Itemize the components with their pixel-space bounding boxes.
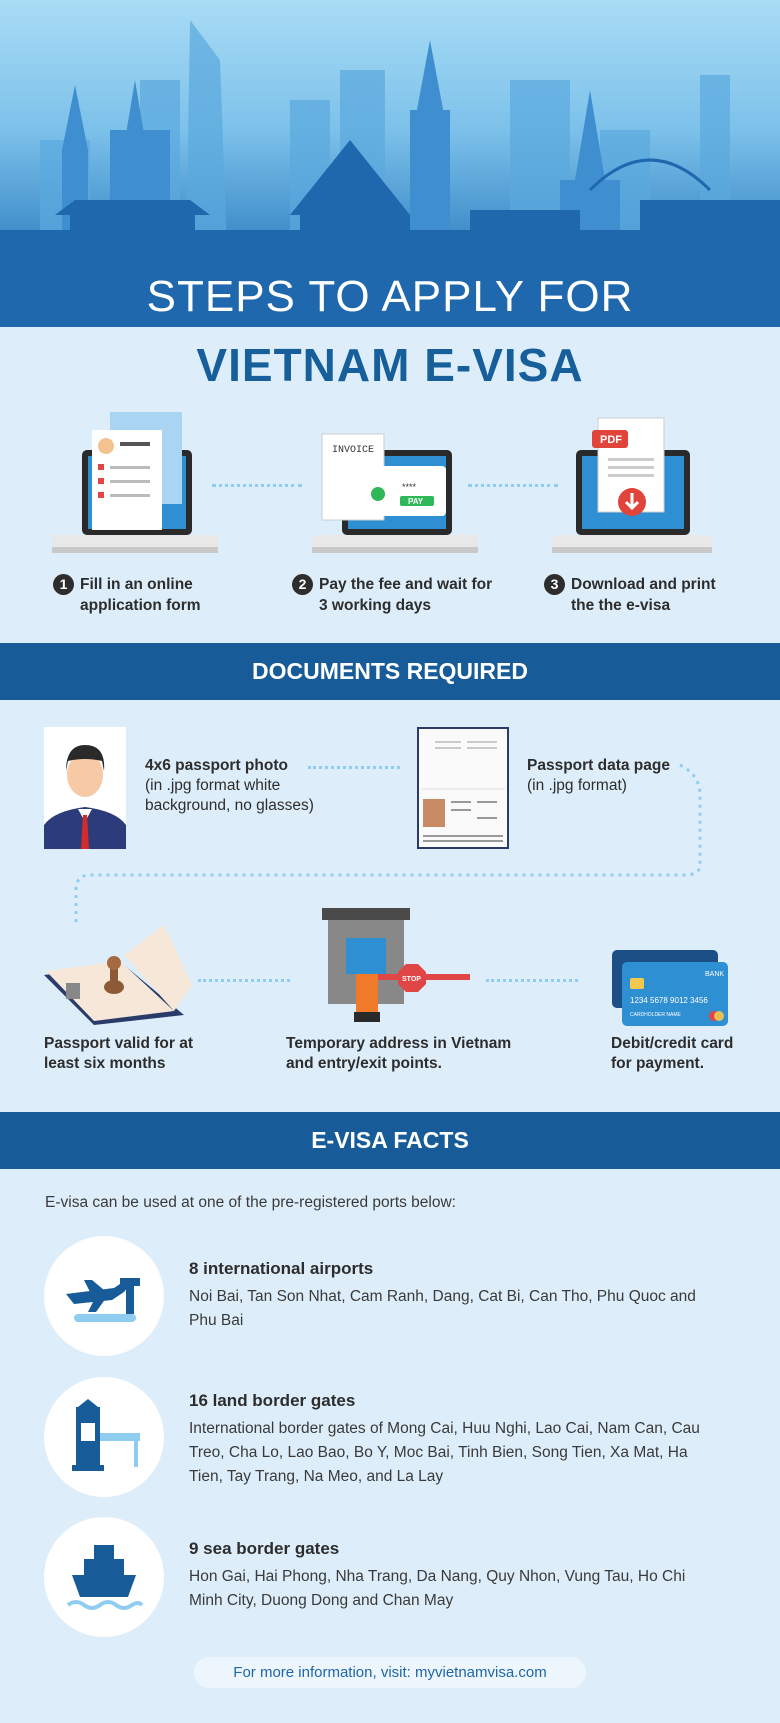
fact-title: 8 international airports	[189, 1259, 374, 1278]
doc-detail: (in .jpg format white background, no gla…	[145, 777, 314, 814]
step-label: application form	[80, 597, 201, 614]
fact-title: 9 sea border gates	[189, 1539, 340, 1558]
doc-connector	[308, 766, 400, 769]
pdf-label: PDF	[600, 434, 622, 446]
fact-title: 16 land border gates	[189, 1391, 356, 1410]
doc-connector	[198, 979, 290, 982]
step-1: 1 Fill in an online application form	[53, 574, 201, 616]
fact-desc: International border gates of Mong Cai, …	[189, 1420, 700, 1485]
step-label: the the e-visa	[571, 597, 671, 614]
pay-text: PAY	[408, 497, 424, 506]
passport-stamp-icon	[44, 925, 192, 1025]
step-2: 2 Pay the fee and wait for 3 working days	[292, 574, 493, 616]
airplane-icon	[66, 1278, 140, 1322]
step-label: 3 working days	[319, 597, 431, 614]
page-title-line1: STEPS TO APPLY FOR	[146, 272, 634, 321]
card-number: 1234 5678 9012 3456	[630, 996, 708, 1005]
doc-flow-connector	[74, 763, 702, 927]
passport-data-page-icon	[417, 727, 509, 849]
doc-title: Passport data page	[527, 757, 670, 774]
doc-connector	[486, 979, 578, 982]
stop-sign-text: STOP	[402, 976, 421, 983]
sea-gate-circle	[44, 1517, 164, 1637]
footer-info-link[interactable]: For more information, visit: myvietnamvi…	[194, 1657, 586, 1688]
documents-heading: DOCUMENTS REQUIRED	[0, 643, 780, 700]
facts-intro: E-visa can be used at one of the pre-reg…	[45, 1194, 456, 1211]
step-label: Fill in an online	[80, 576, 193, 593]
doc-data-page: Passport data page (in .jpg format)	[527, 756, 707, 796]
doc-card: Debit/credit card for payment.	[611, 1035, 734, 1072]
step-number: 3	[544, 574, 565, 595]
invoice-text: INVOICE	[332, 445, 374, 456]
laptop-payment-icon: INVOICE **** PAY	[312, 433, 478, 553]
skyline-header	[0, 0, 780, 330]
card-mask-text: ****	[402, 482, 417, 492]
laptop-pdf-icon: PDF	[552, 417, 712, 553]
step-3: 3 Download and print the the e-visa	[544, 574, 716, 616]
step-connector	[468, 484, 558, 487]
passport-photo-icon	[44, 727, 126, 849]
doc-address: Temporary address in Vietnam and entry/e…	[286, 1035, 512, 1072]
doc-passport-valid: Passport valid for at least six months	[44, 1035, 194, 1072]
page-title-line2: VIETNAM E-VISA	[196, 339, 584, 391]
doc-photo: 4x6 passport photo (in .jpg format white …	[145, 756, 335, 816]
step-label: Download and print	[571, 576, 716, 593]
airport-circle	[44, 1236, 164, 1356]
border-checkpoint-icon: STOP	[322, 908, 470, 1022]
ship-icon	[66, 1545, 144, 1610]
city-skyline-illustration	[0, 20, 780, 330]
fact-desc: Noi Bai, Tan Son Nhat, Cam Ranh, Dang, C…	[189, 1288, 696, 1329]
step-number: 1	[53, 574, 74, 595]
card-holder: CARDHOLDER NAME	[630, 1012, 682, 1018]
doc-title: 4x6 passport photo	[145, 757, 288, 774]
border-gate-icon	[72, 1399, 140, 1471]
step-number: 2	[292, 574, 313, 595]
doc-detail: (in .jpg format)	[527, 777, 627, 794]
fact-desc: Hon Gai, Hai Phong, Nha Trang, Da Nang, …	[189, 1568, 686, 1609]
step-connector	[212, 484, 302, 487]
card-bank: BANK	[705, 971, 724, 978]
credit-card-icon: BANK 1234 5678 9012 3456 CARDHOLDER NAME	[612, 950, 728, 1026]
step-label: Pay the fee and wait for	[319, 576, 493, 593]
laptop-form-icon	[52, 412, 218, 553]
land-gate-circle	[44, 1377, 164, 1497]
facts-heading: E-VISA FACTS	[0, 1112, 780, 1169]
